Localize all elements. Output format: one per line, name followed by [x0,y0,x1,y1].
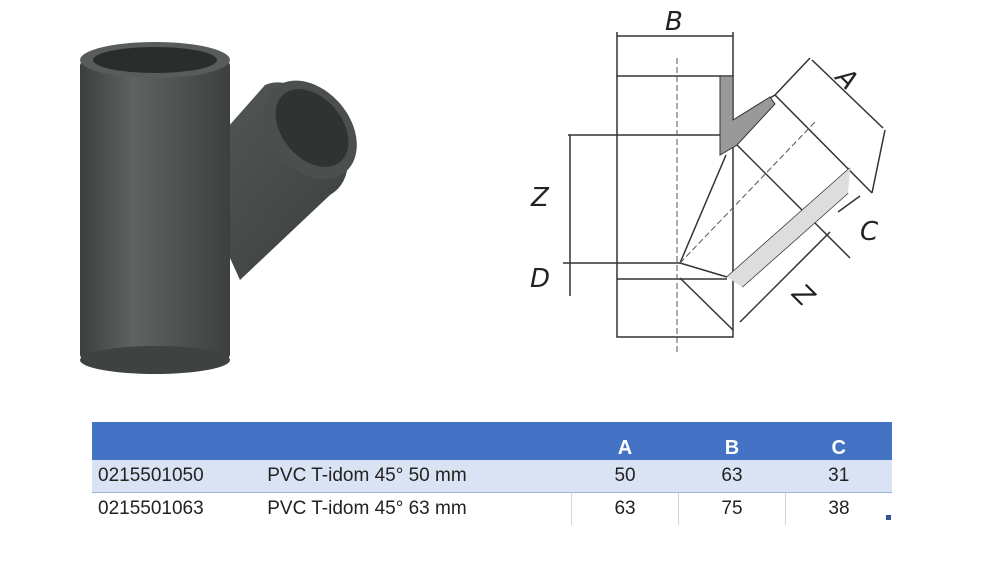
cell-a: 63 [571,492,679,525]
cell-code: 0215501063 [98,498,204,519]
technical-drawing: B A Z C D Z [530,7,886,352]
dim-label-z: Z [530,183,550,213]
header-b: B [678,422,786,460]
dim-label-a: A [828,61,863,96]
cell-name: PVC T-idom 45° 63 mm [267,498,467,519]
cell-c: 31 [785,460,892,493]
cell-b: 63 [678,460,786,493]
dimensions-table: A B C 0215501050 PVC T-idom 45° 50 mm 50… [92,422,892,525]
header-a: A [571,422,679,460]
product-photo-pvc-45-tee [80,42,357,374]
header-code [92,422,268,460]
header-c: C [785,422,892,460]
table-row: 0215501050 PVC T-idom 45° 50 mm 50 63 31 [92,460,892,493]
cell-a: 50 [571,460,679,493]
table-header-row: A B C [92,422,892,460]
cell-code: 0215501050 [92,460,268,493]
table-row: 0215501063 PVC T-idom 45° 63 mm 63 75 38 [92,492,892,525]
cell-c: 38 [784,492,892,525]
dim-label-c: C [860,217,879,247]
header-name [267,422,572,460]
cell-name: PVC T-idom 45° 50 mm [267,460,572,493]
cell-b: 75 [678,492,786,525]
table-resize-handle[interactable] [886,515,891,520]
dim-label-d: D [530,264,550,294]
dim-label-z-branch: Z [785,278,820,313]
dim-label-b: B [665,7,683,37]
